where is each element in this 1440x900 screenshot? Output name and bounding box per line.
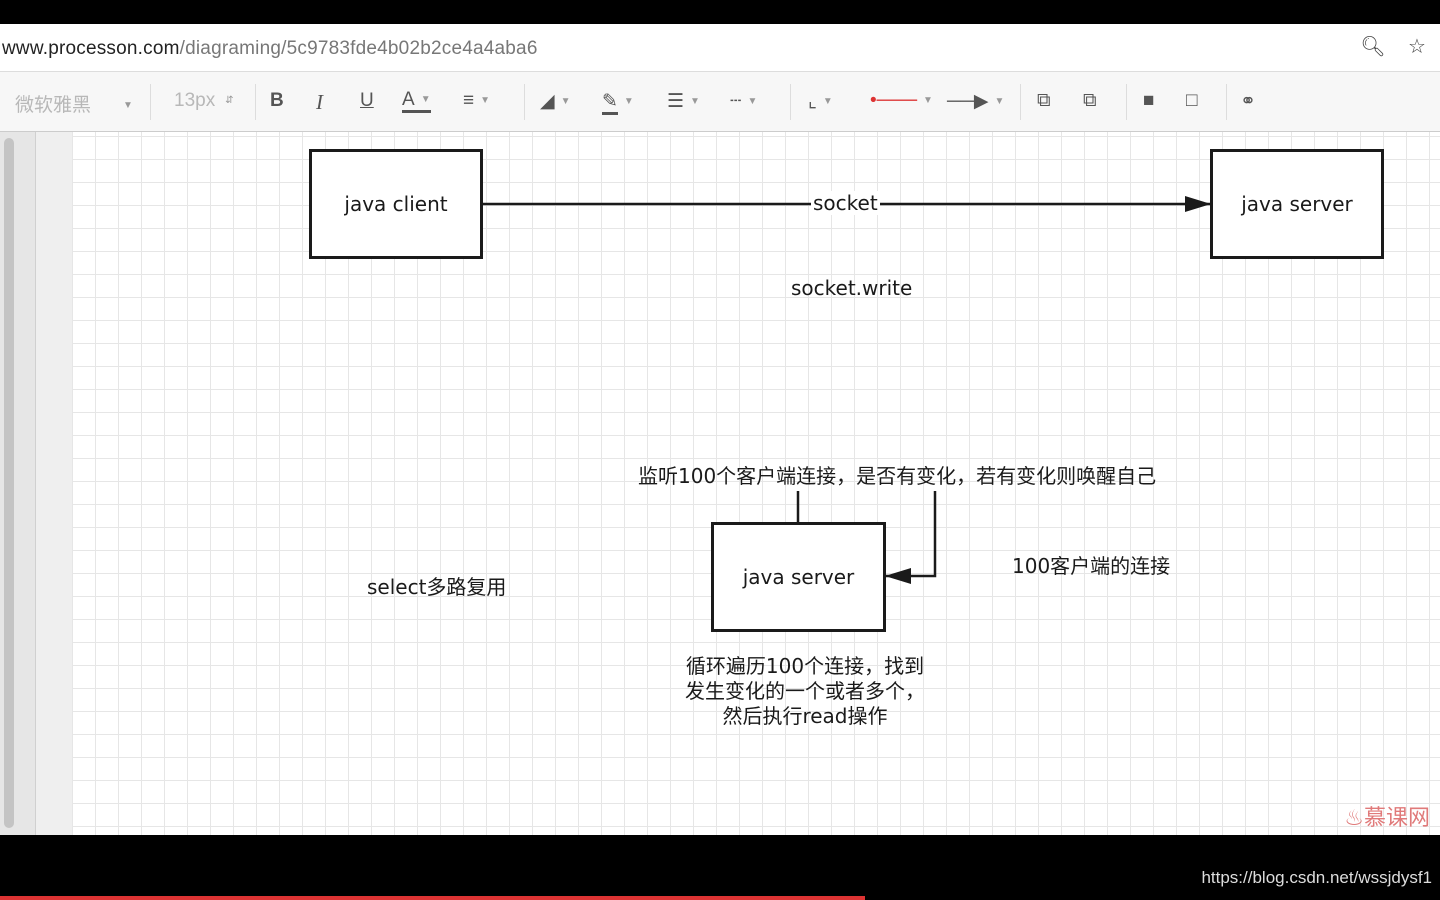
bold-button[interactable]: B	[270, 90, 284, 111]
italic-button[interactable]: I	[316, 90, 323, 114]
loop-line-1: 循环遍历100个连接，找到	[685, 654, 925, 678]
font-color-button[interactable]: A▼	[402, 89, 431, 114]
star-icon[interactable]: ☆	[1408, 36, 1426, 58]
align-button[interactable]: ≡▼	[463, 90, 490, 111]
zoom-icon[interactable]: 🔍︎	[1360, 36, 1386, 58]
link-button[interactable]: ⚭	[1240, 90, 1256, 113]
page-margin	[36, 132, 72, 835]
listen-feedback-arrow[interactable]	[885, 491, 937, 584]
connector-type-button[interactable]: ⌞▼	[808, 91, 833, 112]
dashed-line-icon: ┄	[730, 91, 742, 112]
select-multiplexing-label[interactable]: select多路复用	[367, 575, 507, 599]
video-bottom-bar	[0, 835, 1440, 900]
scrollbar-thumb[interactable]	[4, 138, 14, 828]
java-client-box[interactable]: java client	[309, 149, 483, 259]
bring-front-icon: ⧉	[1037, 90, 1051, 111]
fill-color-button[interactable]: ◢▼	[540, 91, 571, 112]
diagram-canvas[interactable]	[36, 132, 1440, 835]
align-left-icon: ≡	[463, 90, 475, 111]
address-bar[interactable]: www.processon.com/diagraming/5c9783fde4b…	[0, 24, 1440, 72]
vertical-scrollbar[interactable]	[0, 132, 36, 835]
listen-label[interactable]: 监听100个客户端连接，是否有变化，若有变化则唤醒自己	[638, 464, 1157, 488]
java-server-box-top[interactable]: java server	[1210, 149, 1384, 259]
font-family-select[interactable]: 微软雅黑▼	[15, 95, 133, 116]
link-icon: ⚭	[1240, 91, 1256, 112]
pencil-icon: ✎	[602, 91, 618, 115]
socket-label[interactable]: socket	[811, 191, 880, 216]
clients-connections-label[interactable]: 100客户端的连接	[1012, 554, 1171, 578]
line-color-button[interactable]: ✎▼	[602, 90, 634, 115]
editor-toolbar: 微软雅黑▼ 13px⇵ B I U A▼ ≡▼ ◢▼ ✎▼ ☰▼ ┄▼ ⌞▼ •…	[0, 72, 1440, 132]
url-path: /diagraming/5c9783fde4b02b2ce4a4aba6	[179, 38, 538, 59]
video-progress-bar[interactable]	[0, 896, 865, 900]
url-text[interactable]: www.processon.com/diagraming/5c9783fde4b…	[2, 38, 538, 60]
imooc-logo: ♨慕课网	[1344, 800, 1430, 832]
loop-line-3: 然后执行read操作	[722, 704, 888, 728]
url-host: www.processon.com	[2, 38, 180, 59]
unlock-icon: □	[1186, 90, 1198, 111]
line-width-icon: ☰	[667, 91, 685, 112]
java-server-box-bottom[interactable]: java server	[711, 522, 886, 632]
line-start-icon: •───	[870, 90, 918, 111]
font-size-stepper[interactable]: 13px⇵	[174, 90, 234, 111]
lock-button[interactable]: ■	[1143, 90, 1154, 112]
line-width-button[interactable]: ☰▼	[667, 91, 700, 112]
send-back-icon: ⧉	[1083, 90, 1097, 111]
socket-label-text: socket	[811, 191, 880, 215]
line-style-button[interactable]: ┄▼	[730, 91, 758, 112]
flame-icon: ♨	[1344, 806, 1364, 831]
socket-write-label[interactable]: socket.write	[791, 276, 913, 300]
underline-button[interactable]: U	[360, 90, 374, 111]
loop-line-2: 发生变化的一个或者多个，	[685, 679, 925, 703]
font-size-value: 13px	[174, 90, 216, 111]
loop-description[interactable]: 循环遍历100个连接，找到 发生变化的一个或者多个， 然后执行read操作	[660, 654, 950, 729]
lock-icon: ■	[1143, 90, 1155, 111]
logo-text: 慕课网	[1363, 806, 1430, 831]
watermark-text: https://blog.csdn.net/wssjdysf1	[1201, 868, 1432, 887]
font-family-value: 微软雅黑	[15, 95, 92, 116]
arrow-end-icon: ──▶	[947, 91, 989, 112]
elbow-connector-icon: ⌞	[808, 91, 817, 112]
unlock-button[interactable]: □	[1186, 90, 1197, 112]
bring-front-button[interactable]: ⧉	[1037, 90, 1051, 112]
send-back-button[interactable]: ⧉	[1083, 90, 1097, 112]
line-end-button[interactable]: ──▶▼	[947, 91, 1005, 112]
top-black-bar	[0, 0, 1440, 24]
paint-bucket-icon: ◢	[540, 91, 555, 112]
line-start-button[interactable]: •───▼	[870, 90, 933, 111]
font-color-label: A	[402, 89, 415, 111]
